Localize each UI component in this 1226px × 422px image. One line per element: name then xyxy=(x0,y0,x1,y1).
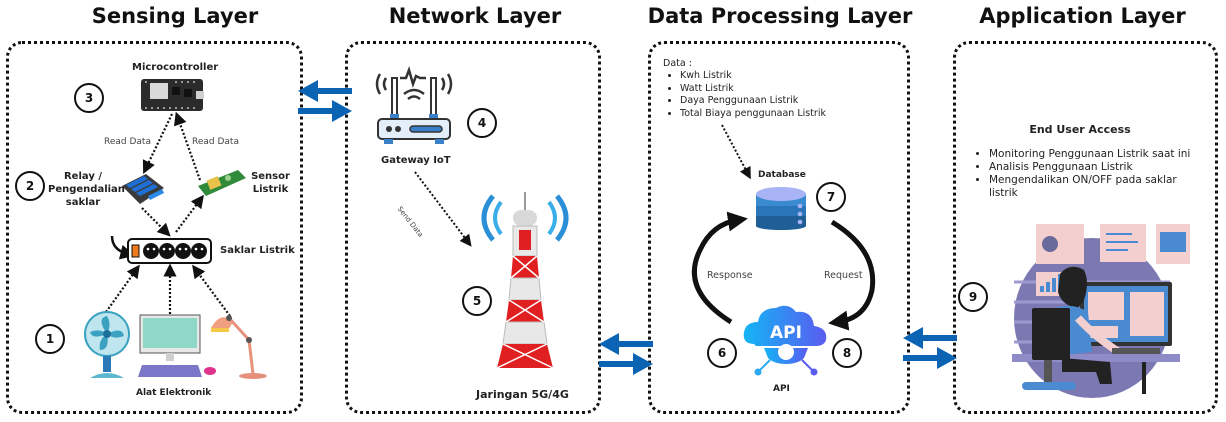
api-cloud-icon: API xyxy=(743,305,827,376)
relay-label-line-3: saklar xyxy=(65,197,101,208)
end-user-access-item: Monitoring Penggunaan Listrik saat ini xyxy=(989,148,1199,161)
database-label: Database xyxy=(758,170,806,180)
step-6-badge: 6 xyxy=(707,338,737,368)
data-item: Daya Penggunaan Listrik xyxy=(680,95,826,108)
sensor-icon xyxy=(198,170,246,196)
power-strip-icon xyxy=(127,238,212,264)
sensor-label: Sensor Listrik xyxy=(248,170,293,196)
user-workstation-icon xyxy=(1012,224,1190,398)
tower-label: Jaringan 5G/4G xyxy=(476,388,569,401)
relay-label-line-2: Pengendalian xyxy=(48,184,125,195)
api-icon-text: API xyxy=(770,323,802,343)
devices-label: Alat Elektronik xyxy=(136,388,212,398)
step-3-badge: 3 xyxy=(74,83,104,113)
sensing-layer-panel xyxy=(6,41,303,414)
read-data-label-right: Read Data xyxy=(192,137,239,147)
sensor-label-line-2: Listrik xyxy=(252,184,289,195)
end-user-access-item: Mengendalikan ON/OFF pada saklar listrik xyxy=(989,174,1199,200)
bidirectional-arrow-icon xyxy=(599,333,653,375)
sensing-layer-title: Sensing Layer xyxy=(91,4,259,28)
switch-label: Saklar Listrik xyxy=(220,245,295,256)
end-user-access-item: Analisis Penggunaan Listrik xyxy=(989,161,1199,174)
response-label: Response xyxy=(707,270,753,281)
send-data-arrow xyxy=(414,171,472,247)
step-2-badge: 2 xyxy=(15,171,45,201)
step-5-badge: 5 xyxy=(462,286,492,316)
step-8-badge: 8 xyxy=(832,338,862,368)
data-processing-layer-title: Data Processing Layer xyxy=(647,4,913,28)
read-data-arrows xyxy=(105,111,231,317)
network-layer-title: Network Layer xyxy=(388,4,562,28)
step-7-badge: 7 xyxy=(816,182,846,212)
relay-icon xyxy=(122,174,164,204)
data-item: Watt Listrik xyxy=(680,83,826,96)
step-9-badge: 9 xyxy=(958,282,988,312)
end-user-access-list: Monitoring Penggunaan Listrik saat ini A… xyxy=(975,148,1199,200)
database-icon xyxy=(756,187,806,230)
data-processing-layer-panel xyxy=(648,41,910,414)
data-heading: Data : xyxy=(663,58,692,69)
sensor-label-line-1: Sensor xyxy=(251,171,290,182)
api-label: API xyxy=(773,384,790,394)
gateway-label: Gateway IoT xyxy=(381,155,451,166)
relay-label: Relay / Pengendalian saklar xyxy=(48,170,125,209)
microcontroller-icon xyxy=(141,79,204,111)
microcontroller-label: Microcontroller xyxy=(132,62,219,73)
cell-tower-icon xyxy=(481,192,569,369)
lamp-icon xyxy=(211,315,267,379)
step-1-badge: 1 xyxy=(35,324,65,354)
data-item: Total Biaya penggunaan Listrik xyxy=(680,108,826,121)
bidirectional-arrow-icon xyxy=(903,327,957,369)
step-4-badge: 4 xyxy=(467,108,497,138)
application-layer-title: Application Layer xyxy=(979,4,1186,28)
application-layer-panel xyxy=(953,41,1218,414)
network-layer-panel xyxy=(345,41,601,414)
data-item: Kwh Listrik xyxy=(680,70,826,83)
bidirectional-arrow-icon xyxy=(298,80,352,122)
data-items-list: Kwh Listrik Watt Listrik Daya Penggunaan… xyxy=(666,70,826,120)
request-label: Request xyxy=(824,270,863,281)
read-data-label-left: Read Data xyxy=(104,137,151,147)
relay-label-line-1: Relay / xyxy=(63,171,102,182)
data-processing-arrows xyxy=(691,124,876,331)
end-user-access-heading: End User Access xyxy=(1029,123,1131,136)
router-icon xyxy=(375,66,453,144)
computer-icon xyxy=(138,314,216,377)
fan-icon xyxy=(84,311,130,378)
